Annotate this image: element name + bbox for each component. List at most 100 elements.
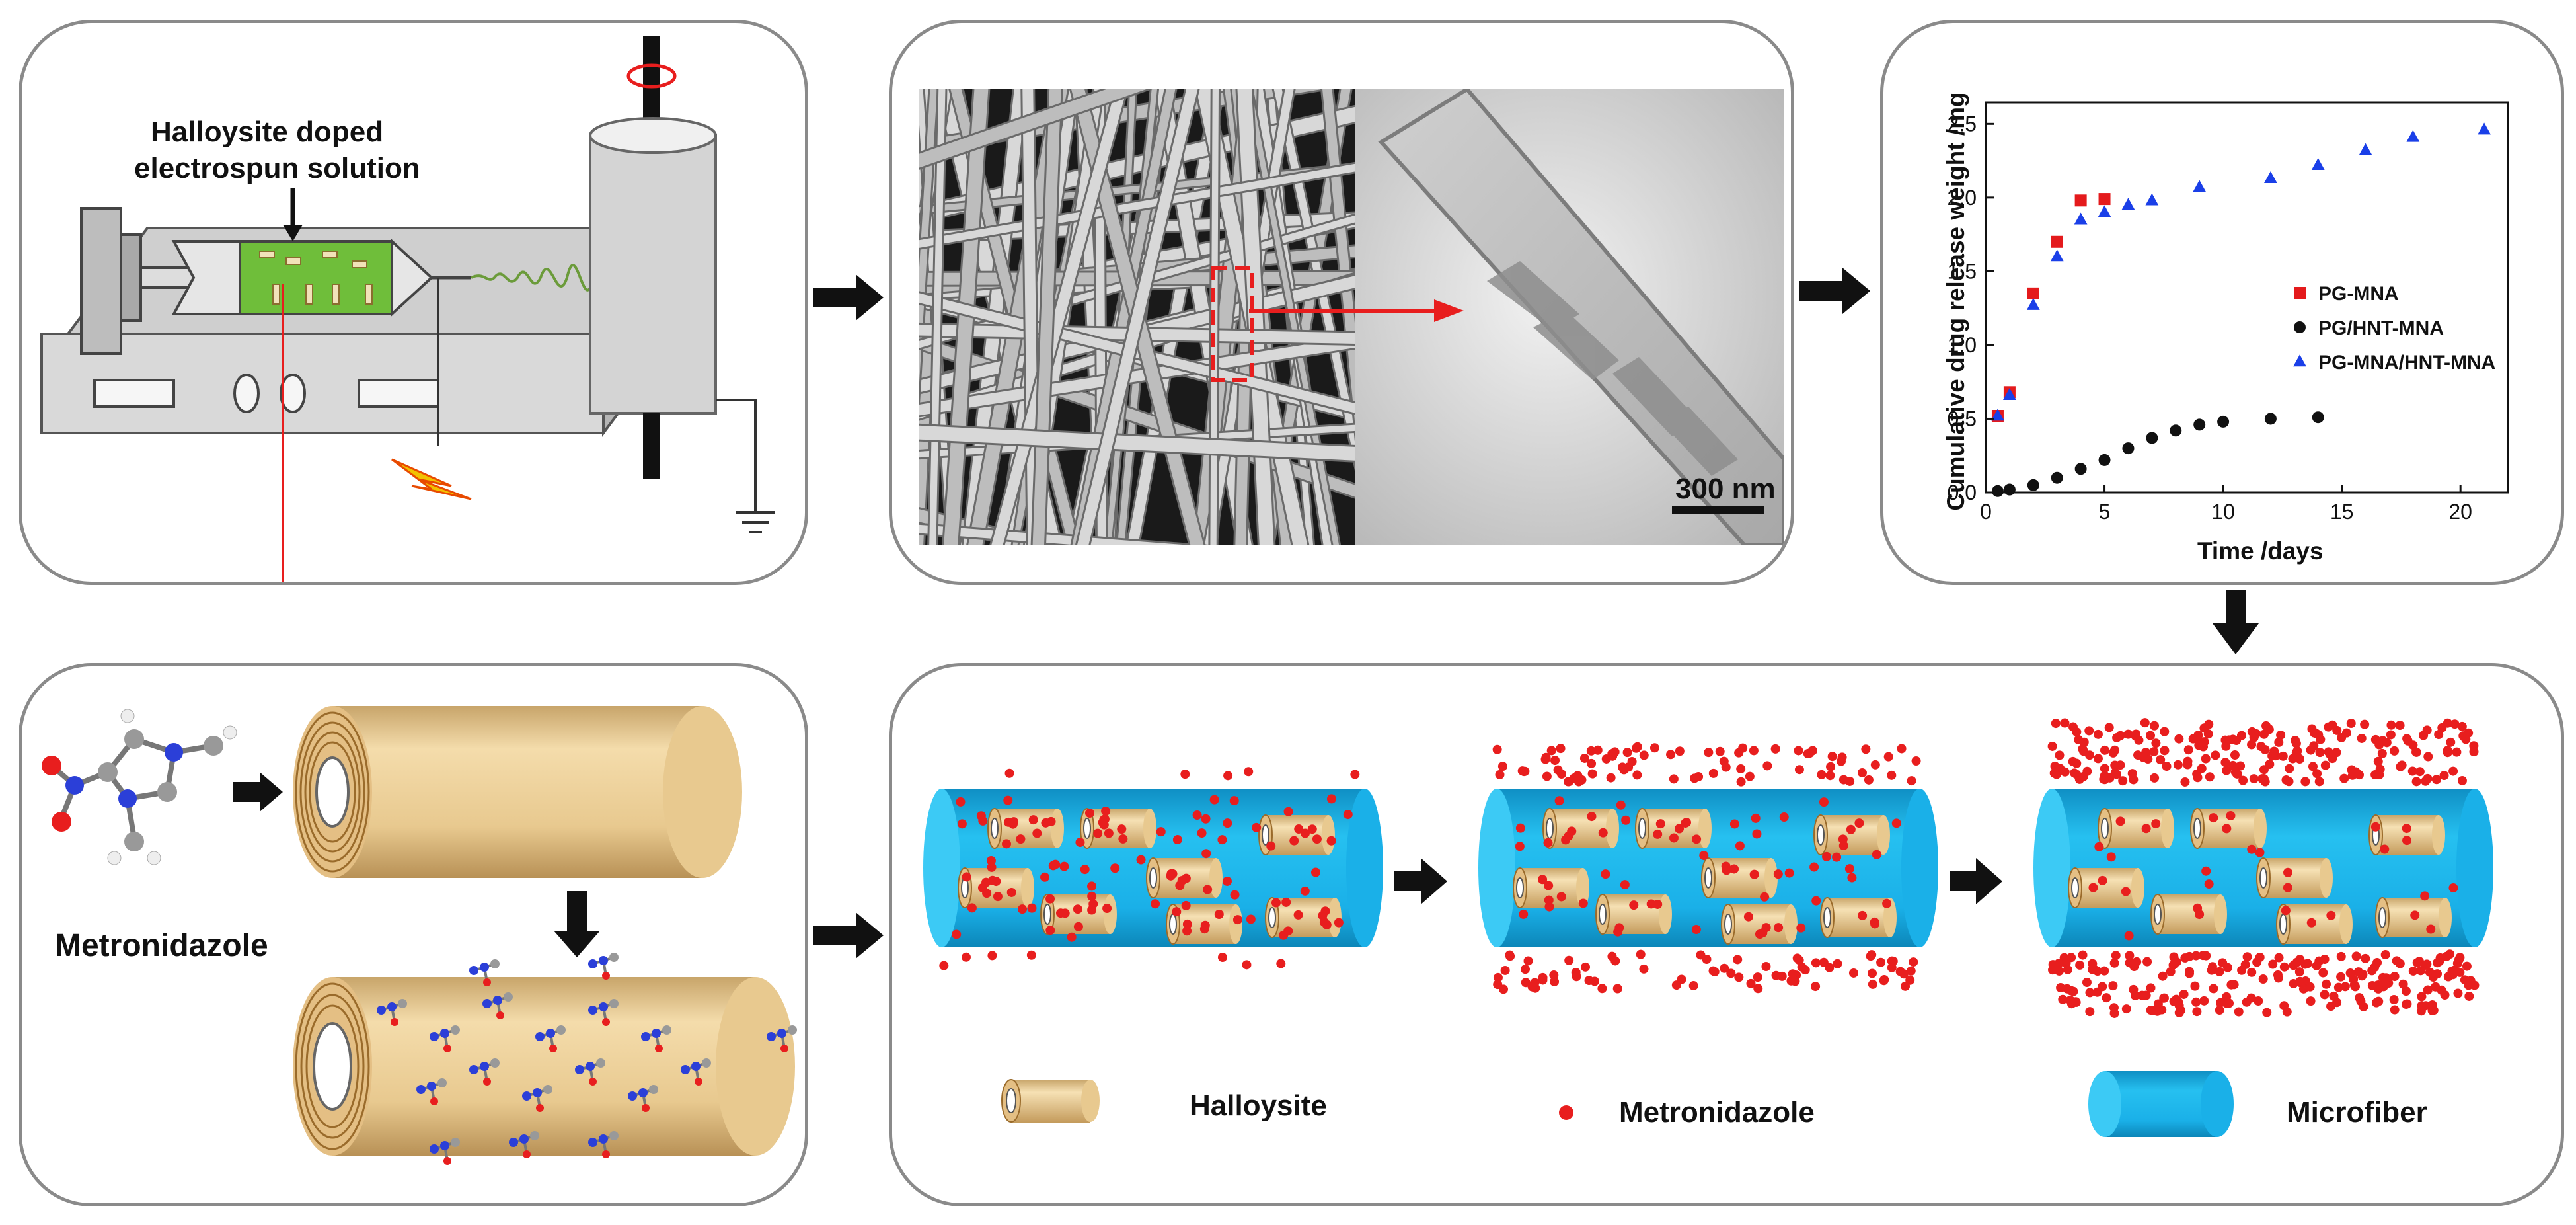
released-drug-dot xyxy=(1581,962,1591,972)
released-drug-dot xyxy=(2336,972,2346,982)
drug-dot xyxy=(1882,898,1892,908)
drug-dot xyxy=(1018,904,1028,914)
halloysite-tube-loaded-end xyxy=(716,977,795,1156)
released-drug-dot xyxy=(961,952,971,962)
drug-dot xyxy=(1045,894,1055,904)
drug-dot xyxy=(1117,824,1127,834)
drug-dot xyxy=(1040,872,1050,882)
released-drug-dot xyxy=(2174,997,2183,1007)
drug-dot xyxy=(2226,810,2236,820)
released-drug-dot xyxy=(2421,776,2431,786)
released-drug-dot xyxy=(1887,770,1897,780)
released-drug-dot xyxy=(2333,982,2343,992)
drug-dot xyxy=(1201,814,1211,824)
solution-halloysite-particles xyxy=(259,251,373,305)
released-drug-dot xyxy=(1708,768,1718,778)
released-drug-dot xyxy=(2150,721,2160,731)
drug-dot xyxy=(1758,928,1768,938)
chart-y-tick-label: 2.0 xyxy=(1948,186,1977,210)
legend-microfiber-label: Microfiber xyxy=(2287,1096,2427,1128)
chart-point-triangle xyxy=(2003,387,2016,400)
drug-dot xyxy=(1519,909,1529,919)
drug-dot xyxy=(1087,905,1097,915)
released-drug-dot xyxy=(2216,998,2226,1008)
released-drug-dot xyxy=(2390,1005,2400,1015)
metronidazole-molecule-icon xyxy=(42,709,237,865)
drug-dot xyxy=(1075,838,1085,848)
halloysite-tube-small xyxy=(2276,904,2353,945)
released-drug-dot xyxy=(1549,970,1559,980)
released-drug-dot xyxy=(1702,955,1712,965)
released-drug-dot xyxy=(1794,955,1804,965)
released-drug-dot xyxy=(2437,723,2447,732)
released-drug-dot xyxy=(2156,755,2166,765)
released-drug-dot xyxy=(2401,999,2411,1009)
released-drug-dot xyxy=(2222,766,2232,775)
released-drug-dot xyxy=(2098,982,2107,992)
released-drug-dot xyxy=(2439,771,2449,781)
legend-entry: PG-MNA/HNT-MNA xyxy=(2318,352,2495,374)
chart-y-tick-label: 0.0 xyxy=(1948,481,1977,504)
released-drug-dot xyxy=(2401,986,2411,996)
released-drug-dot xyxy=(2453,988,2463,998)
drug-dot xyxy=(2121,887,2131,896)
chart-point-circle xyxy=(2146,432,2158,444)
drug-dot xyxy=(1101,806,1111,816)
drug-dot xyxy=(1067,932,1077,942)
released-drug-dot xyxy=(2398,979,2408,989)
released-drug-dot xyxy=(2412,958,2422,968)
drug-dot xyxy=(1281,897,1291,907)
halloysite-tube-small xyxy=(1258,814,1335,855)
released-drug-dot xyxy=(2443,748,2452,758)
released-drug-dot xyxy=(2462,961,2472,971)
chart-point-square xyxy=(2074,194,2087,207)
released-drug-dot xyxy=(2262,1008,2272,1017)
released-drug-dot xyxy=(1632,770,1642,780)
chart-point-circle xyxy=(2051,471,2063,484)
drug-dot xyxy=(1177,875,1187,885)
released-drug-dot xyxy=(1848,968,1858,978)
loading-down-arrow xyxy=(554,891,600,957)
released-drug-dot xyxy=(1811,958,1821,968)
released-drug-dot xyxy=(2215,1006,2224,1015)
released-drug-dot xyxy=(2174,1008,2184,1017)
released-drug-dot xyxy=(2282,1007,2292,1017)
tem-image xyxy=(1355,89,1784,545)
released-drug-dot xyxy=(2139,752,2148,762)
released-drug-dot xyxy=(1761,962,1771,972)
plunger-head xyxy=(120,233,142,322)
collector-drum xyxy=(589,134,717,415)
drug-dot xyxy=(1084,809,1094,818)
chart-point-triangle xyxy=(2074,212,2088,225)
drug-dot xyxy=(952,929,962,939)
drug-dot xyxy=(1032,828,1042,838)
drug-dot xyxy=(956,797,966,807)
drum-shaft-bottom xyxy=(643,413,660,479)
released-drug-dot xyxy=(1675,746,1685,756)
syringe-holder xyxy=(80,207,122,355)
loading-illustration xyxy=(42,706,797,1165)
released-drug-dot xyxy=(1546,746,1556,756)
rotation-arrow-icon xyxy=(626,63,677,89)
released-drug-dot xyxy=(2298,984,2308,994)
released-drug-dot xyxy=(2060,718,2070,728)
released-drug-dot xyxy=(2390,972,2400,982)
legend-entry: PG-MNA xyxy=(2318,283,2399,305)
ground-wire xyxy=(716,399,757,512)
drug-dot xyxy=(2247,844,2257,854)
drug-dot xyxy=(1675,824,1685,834)
released-drug-dot xyxy=(1550,756,1560,766)
drug-dot xyxy=(1749,869,1759,879)
released-drug-dot xyxy=(2421,960,2431,970)
scale-bar xyxy=(1672,506,1764,514)
drug-dot xyxy=(1192,810,1202,820)
chart-point-square xyxy=(2027,287,2039,299)
released-drug-dot xyxy=(2199,996,2209,1006)
drug-dot xyxy=(2402,836,2412,846)
released-drug-dot xyxy=(1276,959,1286,968)
released-drug-dot xyxy=(2312,729,2322,738)
drug-dot xyxy=(1203,885,1213,894)
released-drug-dot xyxy=(1610,956,1620,966)
drug-dot xyxy=(1872,850,1881,859)
loading-panel: Metronidazole xyxy=(19,663,808,1206)
